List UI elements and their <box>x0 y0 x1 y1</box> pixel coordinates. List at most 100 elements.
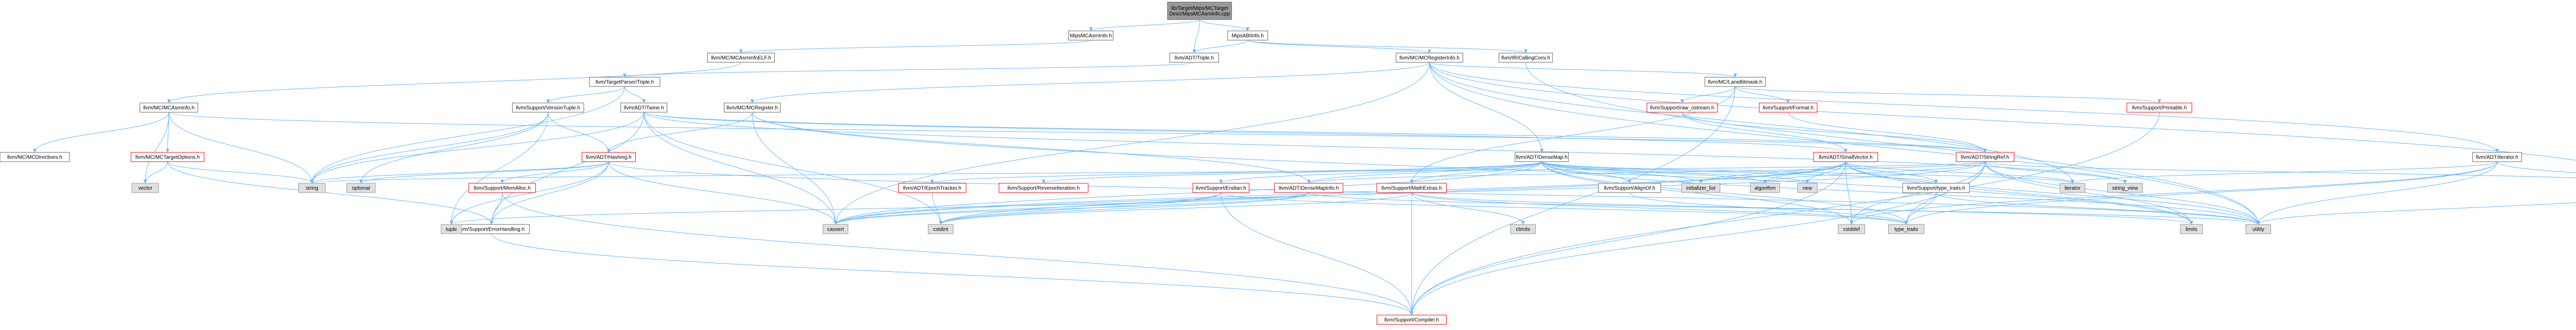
node-cstddef: cstddef <box>1838 224 1866 234</box>
edge-versiontuple-to-string <box>310 112 549 184</box>
node-box <box>2245 224 2272 234</box>
node-label: llvm/Support/ReverseIteration.h <box>1008 186 1080 192</box>
node-label: string <box>306 186 318 192</box>
edge-alignof-to-type_traits <box>1629 192 1908 225</box>
node-mctargetoptions[interactable]: llvm/MC/MCTargetOptions.h <box>130 152 205 162</box>
node-box <box>1167 2 1232 20</box>
edge-densemap-to-reverseiteration <box>1042 161 1543 184</box>
edge-smallvector-to-cstddef <box>1845 161 1854 225</box>
node-alignof[interactable]: llvm/Support/AlignOf.h <box>1598 183 1662 193</box>
node-string: string <box>298 183 326 193</box>
node-printable[interactable]: llvm/Support/Printable.h <box>2126 102 2192 113</box>
edge-densemap-to-alignof <box>1541 161 1632 184</box>
edge-triple-to-targetparsertriple <box>623 62 1195 78</box>
node-twine[interactable]: llvm/ADT/Twine.h <box>620 102 668 113</box>
edge-targetparsertriple-to-string <box>310 86 625 184</box>
node-root[interactable]: lib/Target/Mips/MCTargetDesc/MipsMCAsmIn… <box>1167 2 1232 20</box>
edge-mctargetoptions-to-errorhandling <box>167 161 494 225</box>
node-mcasminfo[interactable]: llvm/MC/MCAsmInfo.h <box>140 102 198 113</box>
node-box <box>440 224 462 234</box>
node-box <box>998 183 1089 193</box>
node-box <box>1888 224 1925 234</box>
node-box <box>1515 152 1569 162</box>
node-typetraits[interactable]: llvm/Support/type_traits.h <box>1902 183 1970 193</box>
node-label: limits <box>2185 227 2197 233</box>
edge-targetparsertriple-to-twine <box>624 86 646 103</box>
node-callingconv[interactable]: llvm/IR/CallingConv.h <box>1499 53 1553 63</box>
node-label: llvm/MC/MCAsmInfo.h <box>143 106 194 111</box>
node-label: llvm/ADT/SmallVector.h <box>1819 155 1872 161</box>
node-label: optional <box>352 186 370 192</box>
node-errorhandling[interactable]: llvm/Support/ErrorHandling.h <box>453 224 530 234</box>
edge-root-to-triple <box>1192 19 1200 54</box>
node-mathextras[interactable]: llvm/Support/MathExtras.h <box>1377 183 1447 193</box>
node-lanebitmask[interactable]: llvm/MC/LaneBitmask.h <box>1704 77 1766 87</box>
node-box <box>1598 183 1662 193</box>
node-label: llvm/Support/VersionTuple.h <box>516 106 580 111</box>
node-box <box>1902 183 1970 193</box>
edge-densemap-to-densemapinfo <box>1307 161 1543 184</box>
node-box <box>2472 152 2522 162</box>
edge-hashing-to-optional <box>359 161 609 184</box>
node-reverseiteration[interactable]: llvm/Support/ReverseIteration.h <box>998 183 1089 193</box>
edge-densemap-to-mathextras <box>1410 161 1543 184</box>
node-label: MipsMCAsmInfo.h <box>1070 33 1112 39</box>
edge-smallvector-to-initializer_list <box>1699 161 1846 184</box>
node-box <box>1750 183 1780 193</box>
node-epochtracker[interactable]: llvm/ADT/EpochTracker.h <box>898 183 967 193</box>
node-label: initializer_list <box>1686 186 1716 192</box>
node-adtiterator[interactable]: llvm/ADT/iterator.h <box>2472 152 2522 162</box>
edge-mathextras-to-type_traits <box>1411 192 1908 225</box>
edge-format-to-stringref <box>1788 112 1987 153</box>
node-mcdirectives[interactable]: llvm/MC/MCDirectives.h <box>0 152 70 162</box>
node-label: llvm/ADT/Triple.h <box>1175 56 1214 61</box>
edge-mathextras-to-climits <box>1411 192 1525 225</box>
node-mipsmcasminfo[interactable]: MipsMCAsmInfo.h <box>1068 30 1114 41</box>
edge-endian-to-cassert <box>834 192 1222 225</box>
node-format[interactable]: llvm/Support/Format.h <box>1759 102 1818 113</box>
node-box <box>1813 152 1878 162</box>
node-targetparsertriple[interactable]: llvm/TargetParser/Triple.h <box>589 77 660 87</box>
node-box <box>130 152 205 162</box>
node-densemap[interactable]: llvm/ADT/DenseMap.h <box>1515 152 1569 162</box>
edge-mcasminfo-to-string <box>168 112 314 184</box>
node-box <box>1169 53 1219 63</box>
node-label: llvm/ADT/Hashing.h <box>586 155 631 161</box>
edge-adtiterator-to-iteratorrange <box>2497 161 2576 173</box>
edge-stringref-to-type_traits <box>1904 161 1986 225</box>
edge-stringref-to-string_view <box>1985 161 2127 184</box>
node-triple[interactable]: llvm/ADT/Triple.h <box>1169 53 1219 63</box>
edge-memalloc-to-errorhandling <box>489 192 503 225</box>
node-limits: limits <box>2180 224 2203 234</box>
node-hashing[interactable]: llvm/ADT/Hashing.h <box>582 152 636 162</box>
edge-adtiterator-to-iterator <box>2071 161 2498 184</box>
node-label: new <box>1803 186 1812 192</box>
node-box <box>1681 183 1721 193</box>
node-mcasminfoelf[interactable]: llvm/MC/MCAsmInfoELF.h <box>707 53 775 63</box>
edge-densemap-to-cassert <box>834 161 1543 225</box>
edge-mctargetoptions-to-vector <box>143 161 168 184</box>
edge-root-to-mipsmcasminfo <box>1089 19 1200 31</box>
node-mcregister[interactable]: llvm/MC/MCRegister.h <box>723 102 781 113</box>
edge-endian-to-type_traits <box>1221 192 1908 225</box>
node-mipsabiinfo[interactable]: MipsABIInfo.h <box>1227 30 1268 41</box>
node-smallvector[interactable]: llvm/ADT/SmallVector.h <box>1813 152 1878 162</box>
edge-mcreginfo-to-cassert <box>834 62 1430 225</box>
edge-smallvector-to-cstdint <box>939 161 1846 225</box>
edge-hashing-to-errorhandling <box>489 161 609 225</box>
node-compiler[interactable]: llvm/Support/Compiler.h <box>1377 315 1447 325</box>
edge-stringref-to-densemapinfo <box>1307 161 1986 184</box>
node-endian[interactable]: llvm/Support/Endian.h <box>1192 183 1249 193</box>
node-mcreginfo[interactable]: llvm/MC/MCRegisterInfo.h <box>1396 53 1463 63</box>
edge-iteratorrange-to-utility <box>2257 202 2576 225</box>
node-maxlegalcast[interactable]: llvm/Support/raw_ostream.h <box>1647 102 1718 113</box>
edge-root-to-mipsabiinfo <box>1199 19 1250 31</box>
edge-twine-to-string_view <box>643 112 2127 184</box>
node-box <box>1274 183 1344 193</box>
edge-mcregister-to-cassert <box>752 112 838 225</box>
node-memalloc[interactable]: llvm/Support/MemAlloc.h <box>468 183 536 193</box>
edge-adtiterator-to-type_traits <box>1904 161 2498 225</box>
node-densemapinfo[interactable]: llvm/ADT/DenseMapInfo.h <box>1274 183 1344 193</box>
node-versiontuple[interactable]: llvm/Support/VersionTuple.h <box>512 102 584 113</box>
node-stringref[interactable]: llvm/ADT/StringRef.h <box>1956 152 2014 162</box>
